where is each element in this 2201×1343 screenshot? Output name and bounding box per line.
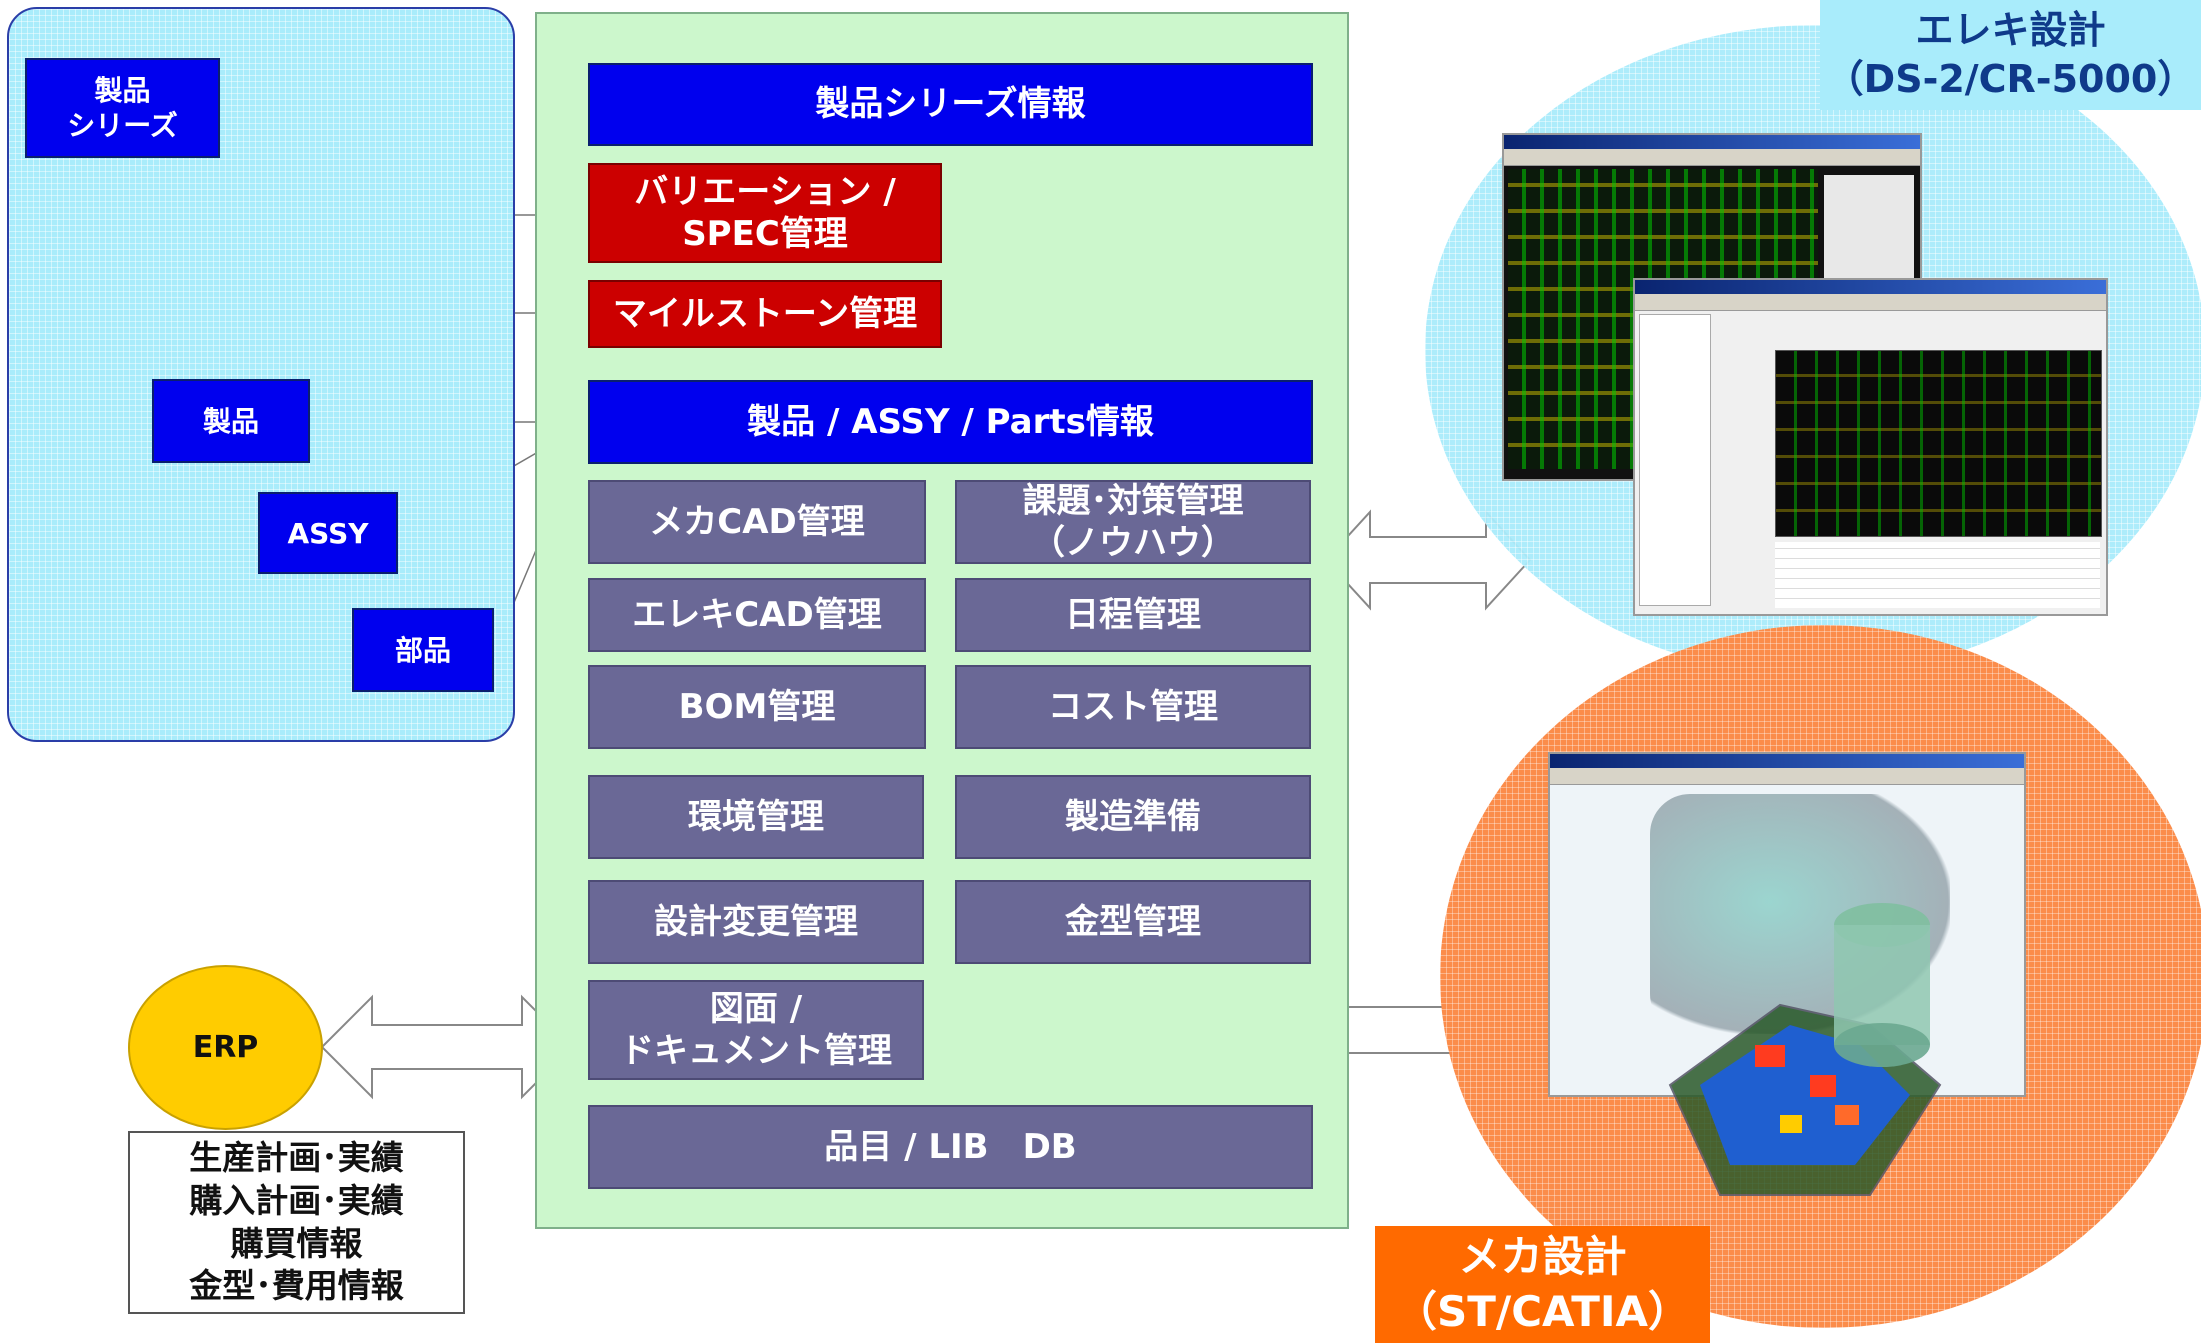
schedule-box: 日程管理 [955, 578, 1311, 652]
mech-cad-box: メカCAD管理 [588, 480, 926, 564]
environment-box: 環境管理 [588, 775, 924, 859]
part-box: 部品 [352, 608, 494, 692]
milestone-box: マイルストーン管理 [588, 280, 942, 348]
board-thermal-render [1668, 903, 1942, 1196]
erp-details-box: 生産計画･実績 購入計画･実績 購買情報 金型･費用情報 [128, 1131, 465, 1314]
manufacturing-box: 製造準備 [955, 775, 1311, 859]
mech-design-title: メカ設計 （ST/CATIA） [1375, 1226, 1710, 1343]
elec-cad-box: エレキCAD管理 [588, 578, 926, 652]
mold-box: 金型管理 [955, 880, 1311, 964]
erp-ellipse: ERP [128, 965, 323, 1130]
series-info-box: 製品シリーズ情報 [588, 63, 1313, 146]
series-box: 製品 シリーズ [25, 58, 220, 158]
elec-screenshot-front [1633, 278, 2108, 616]
design-change-box: 設計変更管理 [588, 880, 924, 964]
product-info-box: 製品 / ASSY / Parts情報 [588, 380, 1313, 464]
cost-box: コスト管理 [955, 665, 1311, 749]
product-box: 製品 [152, 379, 310, 463]
item-db-box: 品目 / LIB DB [588, 1105, 1313, 1189]
elec-design-title: エレキ設計 （DS-2/CR-5000） [1820, 0, 2201, 110]
circuit-board-image [1775, 350, 2102, 537]
assy-box: ASSY [258, 492, 398, 574]
drawing-box: 図面 / ドキュメント管理 [588, 980, 924, 1080]
variation-box: バリエーション / SPEC管理 [588, 163, 942, 263]
bom-box: BOM管理 [588, 665, 926, 749]
issues-box: 課題･対策管理 （ノウハウ） [955, 480, 1311, 564]
